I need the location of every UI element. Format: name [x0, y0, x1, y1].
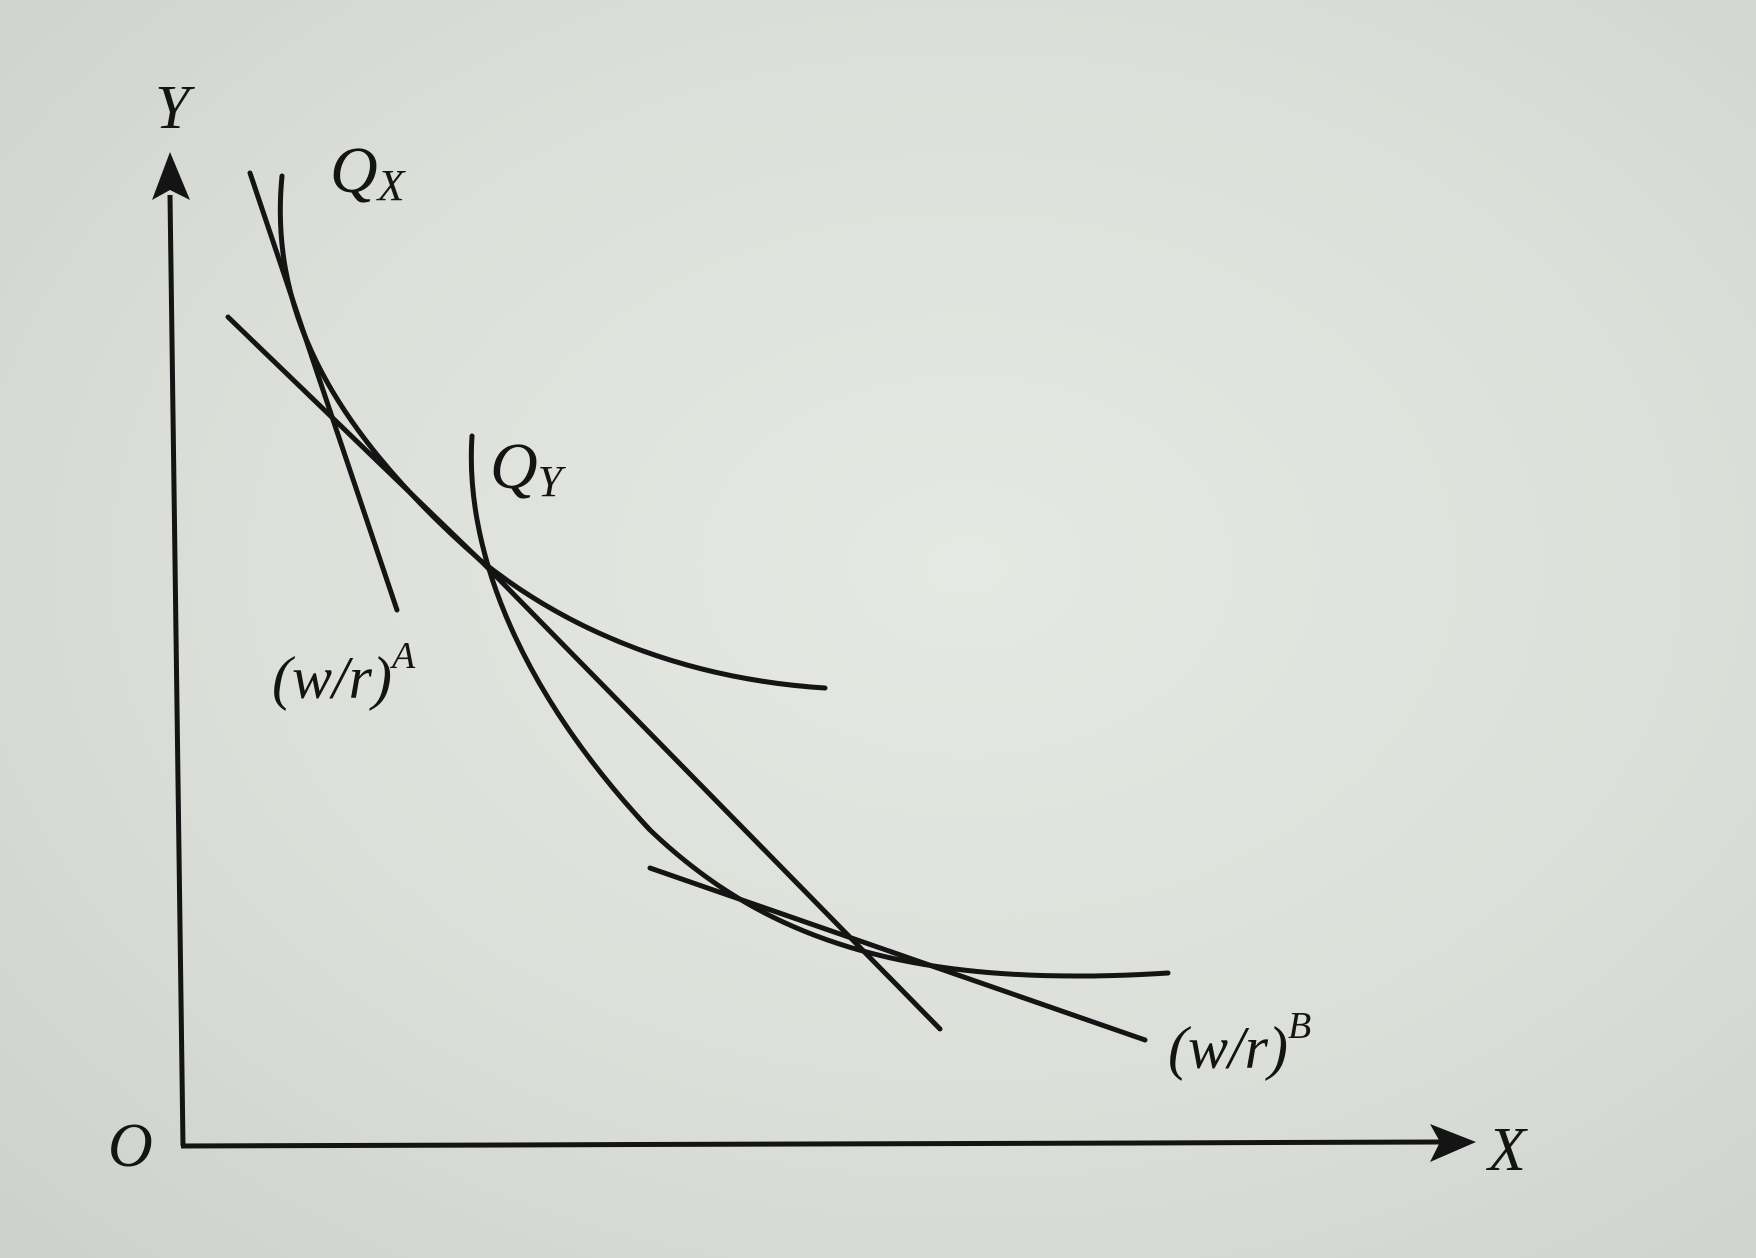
- qy-label-sub: Y: [538, 457, 567, 506]
- price-line-b-label-sup: B: [1288, 1005, 1311, 1047]
- isoquant-qy: [468, 433, 1171, 979]
- x-axis: [180, 1139, 1441, 1149]
- connecting-line: [482, 562, 943, 1032]
- origin-label: O: [108, 1112, 153, 1180]
- qy-label-base: Q: [490, 430, 538, 503]
- y-axis-label: Y: [155, 74, 195, 142]
- price-line-a: [247, 170, 400, 613]
- price-line-upper: [225, 314, 488, 568]
- price-line-a-label: (w/r)A: [272, 635, 416, 711]
- isoquant-qx: [277, 173, 828, 691]
- qx-label-base: Q: [330, 134, 378, 207]
- price-line-b-label-base: (w/r): [1168, 1015, 1288, 1081]
- price-line-a-label-sup: A: [389, 635, 416, 677]
- qx-label: QX: [330, 134, 407, 210]
- y-axis: [167, 194, 186, 1147]
- price-line-b: [647, 865, 1148, 1043]
- x-axis-arrowhead: [1430, 1124, 1476, 1162]
- price-line-b-label: (w/r)B: [1168, 1005, 1311, 1081]
- y-axis-arrowhead: [152, 152, 190, 200]
- qy-label: QY: [490, 430, 567, 506]
- qx-label-sub: X: [376, 161, 407, 210]
- price-line-a-label-base: (w/r): [272, 645, 392, 711]
- x-axis-label: X: [1485, 1116, 1528, 1184]
